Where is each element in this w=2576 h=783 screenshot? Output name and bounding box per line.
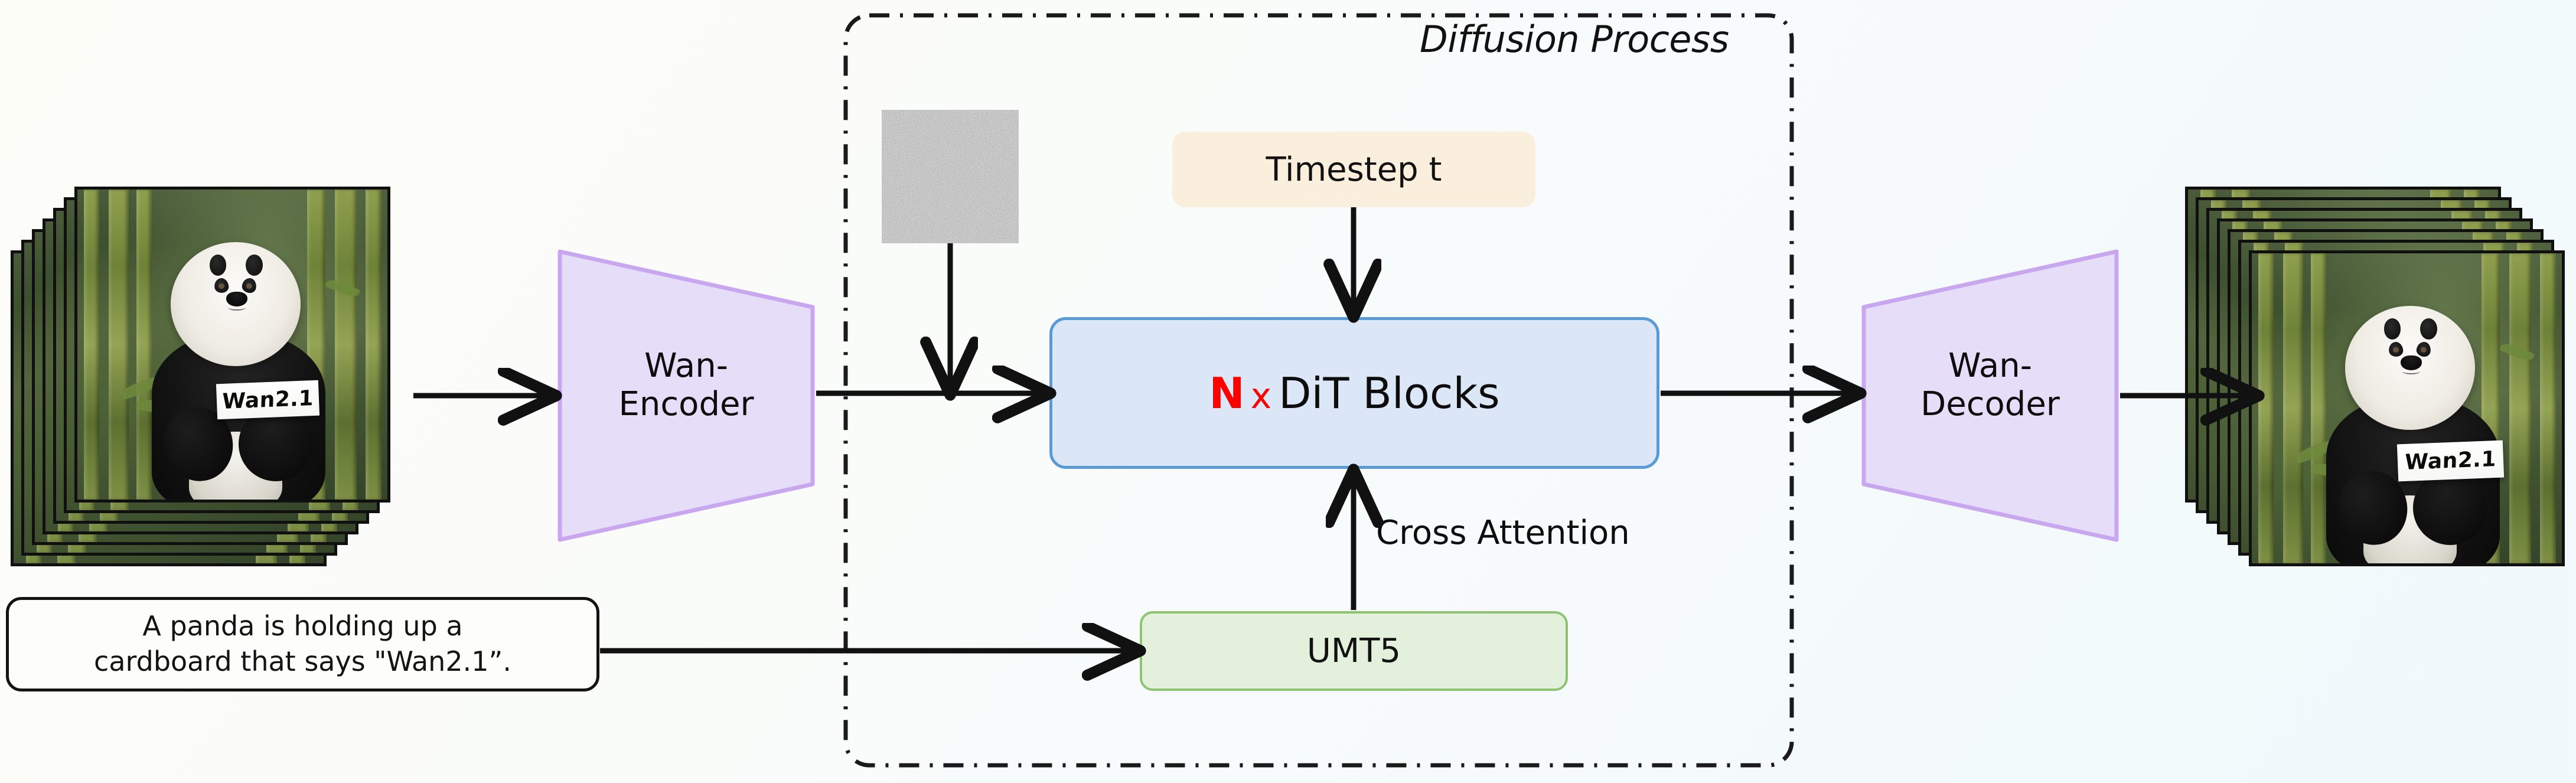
umt5-label: UMT5 <box>1306 632 1401 670</box>
wan-decoder-block[interactable]: Wan- Decoder <box>1860 248 2120 543</box>
dit-times-symbol: x <box>1250 375 1272 417</box>
umt5-text-encoder-block[interactable]: UMT5 <box>1140 611 1568 691</box>
wan-decoder-label: Wan- Decoder <box>1920 347 2060 423</box>
wan-encoder-label: Wan- Encoder <box>618 347 754 423</box>
cross-attention-label: Cross Attention <box>1376 514 1630 552</box>
video-frame-front: Wan2.1 <box>74 187 390 503</box>
dit-repeat-count: N <box>1209 368 1245 418</box>
video-frame-front: Wan2.1 <box>2249 250 2565 566</box>
prompt-text: A panda is holding up a cardboard that s… <box>94 610 511 677</box>
timestep-block[interactable]: Timestep t <box>1172 132 1535 207</box>
diffusion-process-label: Diffusion Process <box>1420 18 1729 61</box>
input-video-frames: Wan2.1 <box>11 187 424 588</box>
dit-blocks-text: DiT Blocks <box>1279 368 1500 418</box>
wan-encoder-block[interactable]: Wan- Encoder <box>556 248 816 543</box>
output-video-frames: Wan2.1 <box>2185 187 2576 588</box>
prompt-text-box[interactable]: A panda is holding up a cardboard that s… <box>6 597 599 691</box>
gaussian-noise-latent <box>882 110 1019 243</box>
timestep-label: Timestep t <box>1266 150 1442 189</box>
